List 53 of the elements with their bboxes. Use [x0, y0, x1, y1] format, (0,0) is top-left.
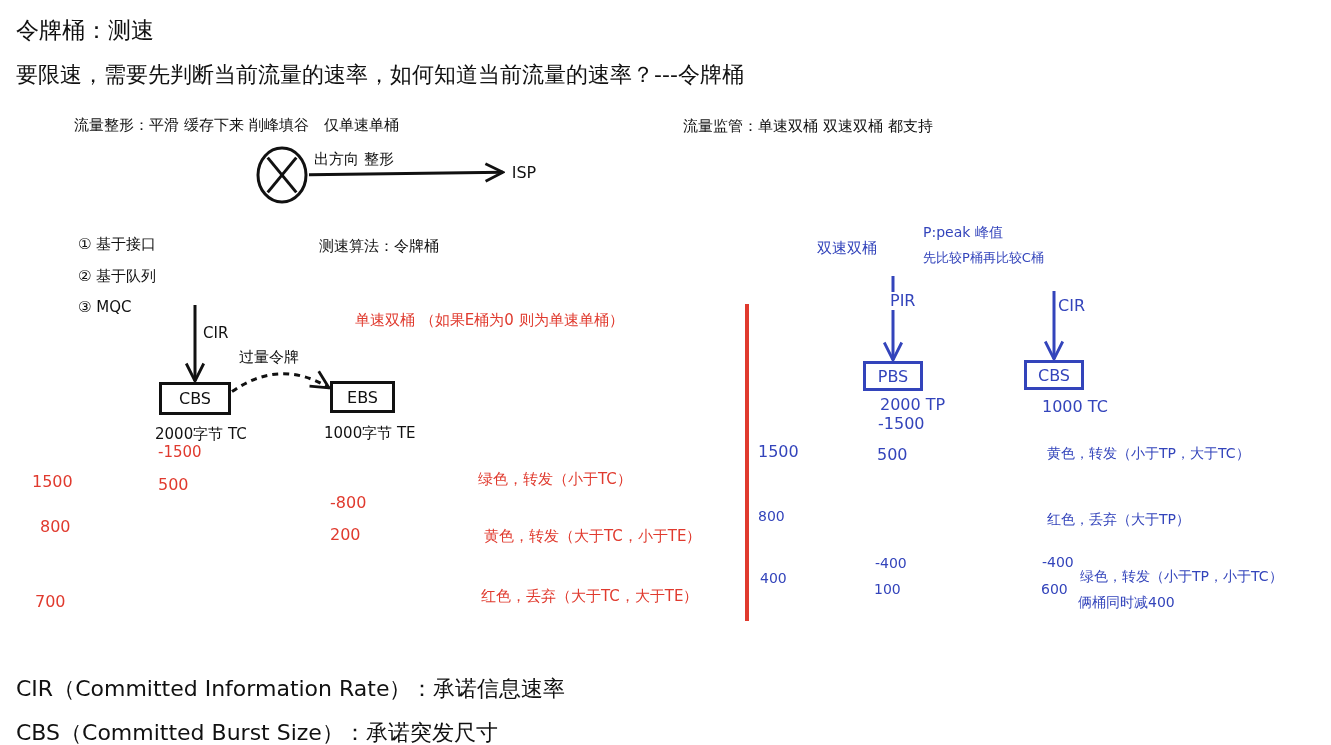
caption-text: 1000 TC [1042, 398, 1108, 417]
note-text: 测速算法：令牌桶 [319, 238, 439, 256]
arrow [1043, 291, 1065, 361]
bucket-box: EBS [330, 381, 395, 413]
note-text: 先比较P桶再比较C桶 [923, 251, 1044, 266]
note-text: 流量监管：单速双桶 双速双桶 都支持 [683, 118, 933, 136]
note-text: 红色，丢弃（大于TC，大于TE） [481, 588, 699, 606]
number-label: -400 [875, 555, 907, 572]
edge-label: 过量令牌 [239, 349, 299, 367]
bucket-box: CBS [1024, 360, 1084, 390]
number-label: 700 [35, 593, 66, 612]
heading-text: 令牌桶：测速 [16, 17, 154, 44]
number-label: -1500 [158, 444, 202, 462]
bucket-box: PBS [863, 361, 923, 391]
number-label: 500 [877, 446, 908, 465]
number-label: 800 [40, 518, 71, 537]
note-text: CIR（Committed Information Rate）：承诺信息速率 [16, 676, 566, 702]
list-item: ③ MQC [78, 299, 132, 317]
list-item: ② 基于队列 [78, 268, 157, 286]
note-text: 俩桶同时减400 [1078, 594, 1175, 611]
node-text: ISP [504, 160, 544, 184]
number-label: 100 [874, 581, 901, 598]
bucket-box: CBS [159, 382, 231, 415]
arrow [184, 305, 206, 383]
edge-label: 出方向 整形 [314, 151, 394, 169]
number-label: 500 [158, 476, 189, 495]
list-item: ① 基于接口 [78, 236, 157, 254]
number-label: -800 [330, 494, 367, 513]
note-text: 流量整形：平滑 缓存下来 削峰填谷 仅单速单桶 [74, 117, 399, 135]
note-text: 绿色，转发（小于TP，小于TC） [1080, 568, 1283, 585]
note-text: CBS（Committed Burst Size）：承诺突发尺寸 [16, 720, 498, 745]
number-label: 1500 [758, 443, 799, 462]
note-text: 双速双桶 [817, 240, 877, 258]
note-text: 黄色，转发（大于TC，小于TE） [484, 528, 702, 546]
number-label: 600 [1041, 581, 1068, 598]
number-label: 400 [760, 570, 787, 587]
edge-label: PIR [890, 292, 916, 311]
arrow [231, 370, 331, 393]
number-label: 1500 [32, 473, 73, 492]
arrow [308, 162, 505, 183]
caption-text: 2000字节 TC [155, 426, 247, 444]
number-label: 800 [758, 508, 785, 525]
number-label: -400 [1042, 554, 1074, 571]
caption-text: 1000字节 TE [324, 425, 416, 443]
note-text: 绿色，转发（小于TC） [478, 471, 632, 489]
note-text: 黄色，转发（小于TP，大于TC） [1047, 445, 1250, 462]
crossed-circle-symbol [256, 146, 308, 204]
note-text: 单速双桶 （如果E桶为0 则为单速单桶） [355, 312, 624, 330]
note-text: P:peak 峰值 [923, 224, 1003, 241]
number-label: 200 [330, 526, 361, 545]
number-label: -1500 [878, 415, 925, 434]
caption-text: 2000 TP [880, 396, 946, 415]
note-text: 红色，丢弃（大于TP） [1047, 511, 1190, 528]
